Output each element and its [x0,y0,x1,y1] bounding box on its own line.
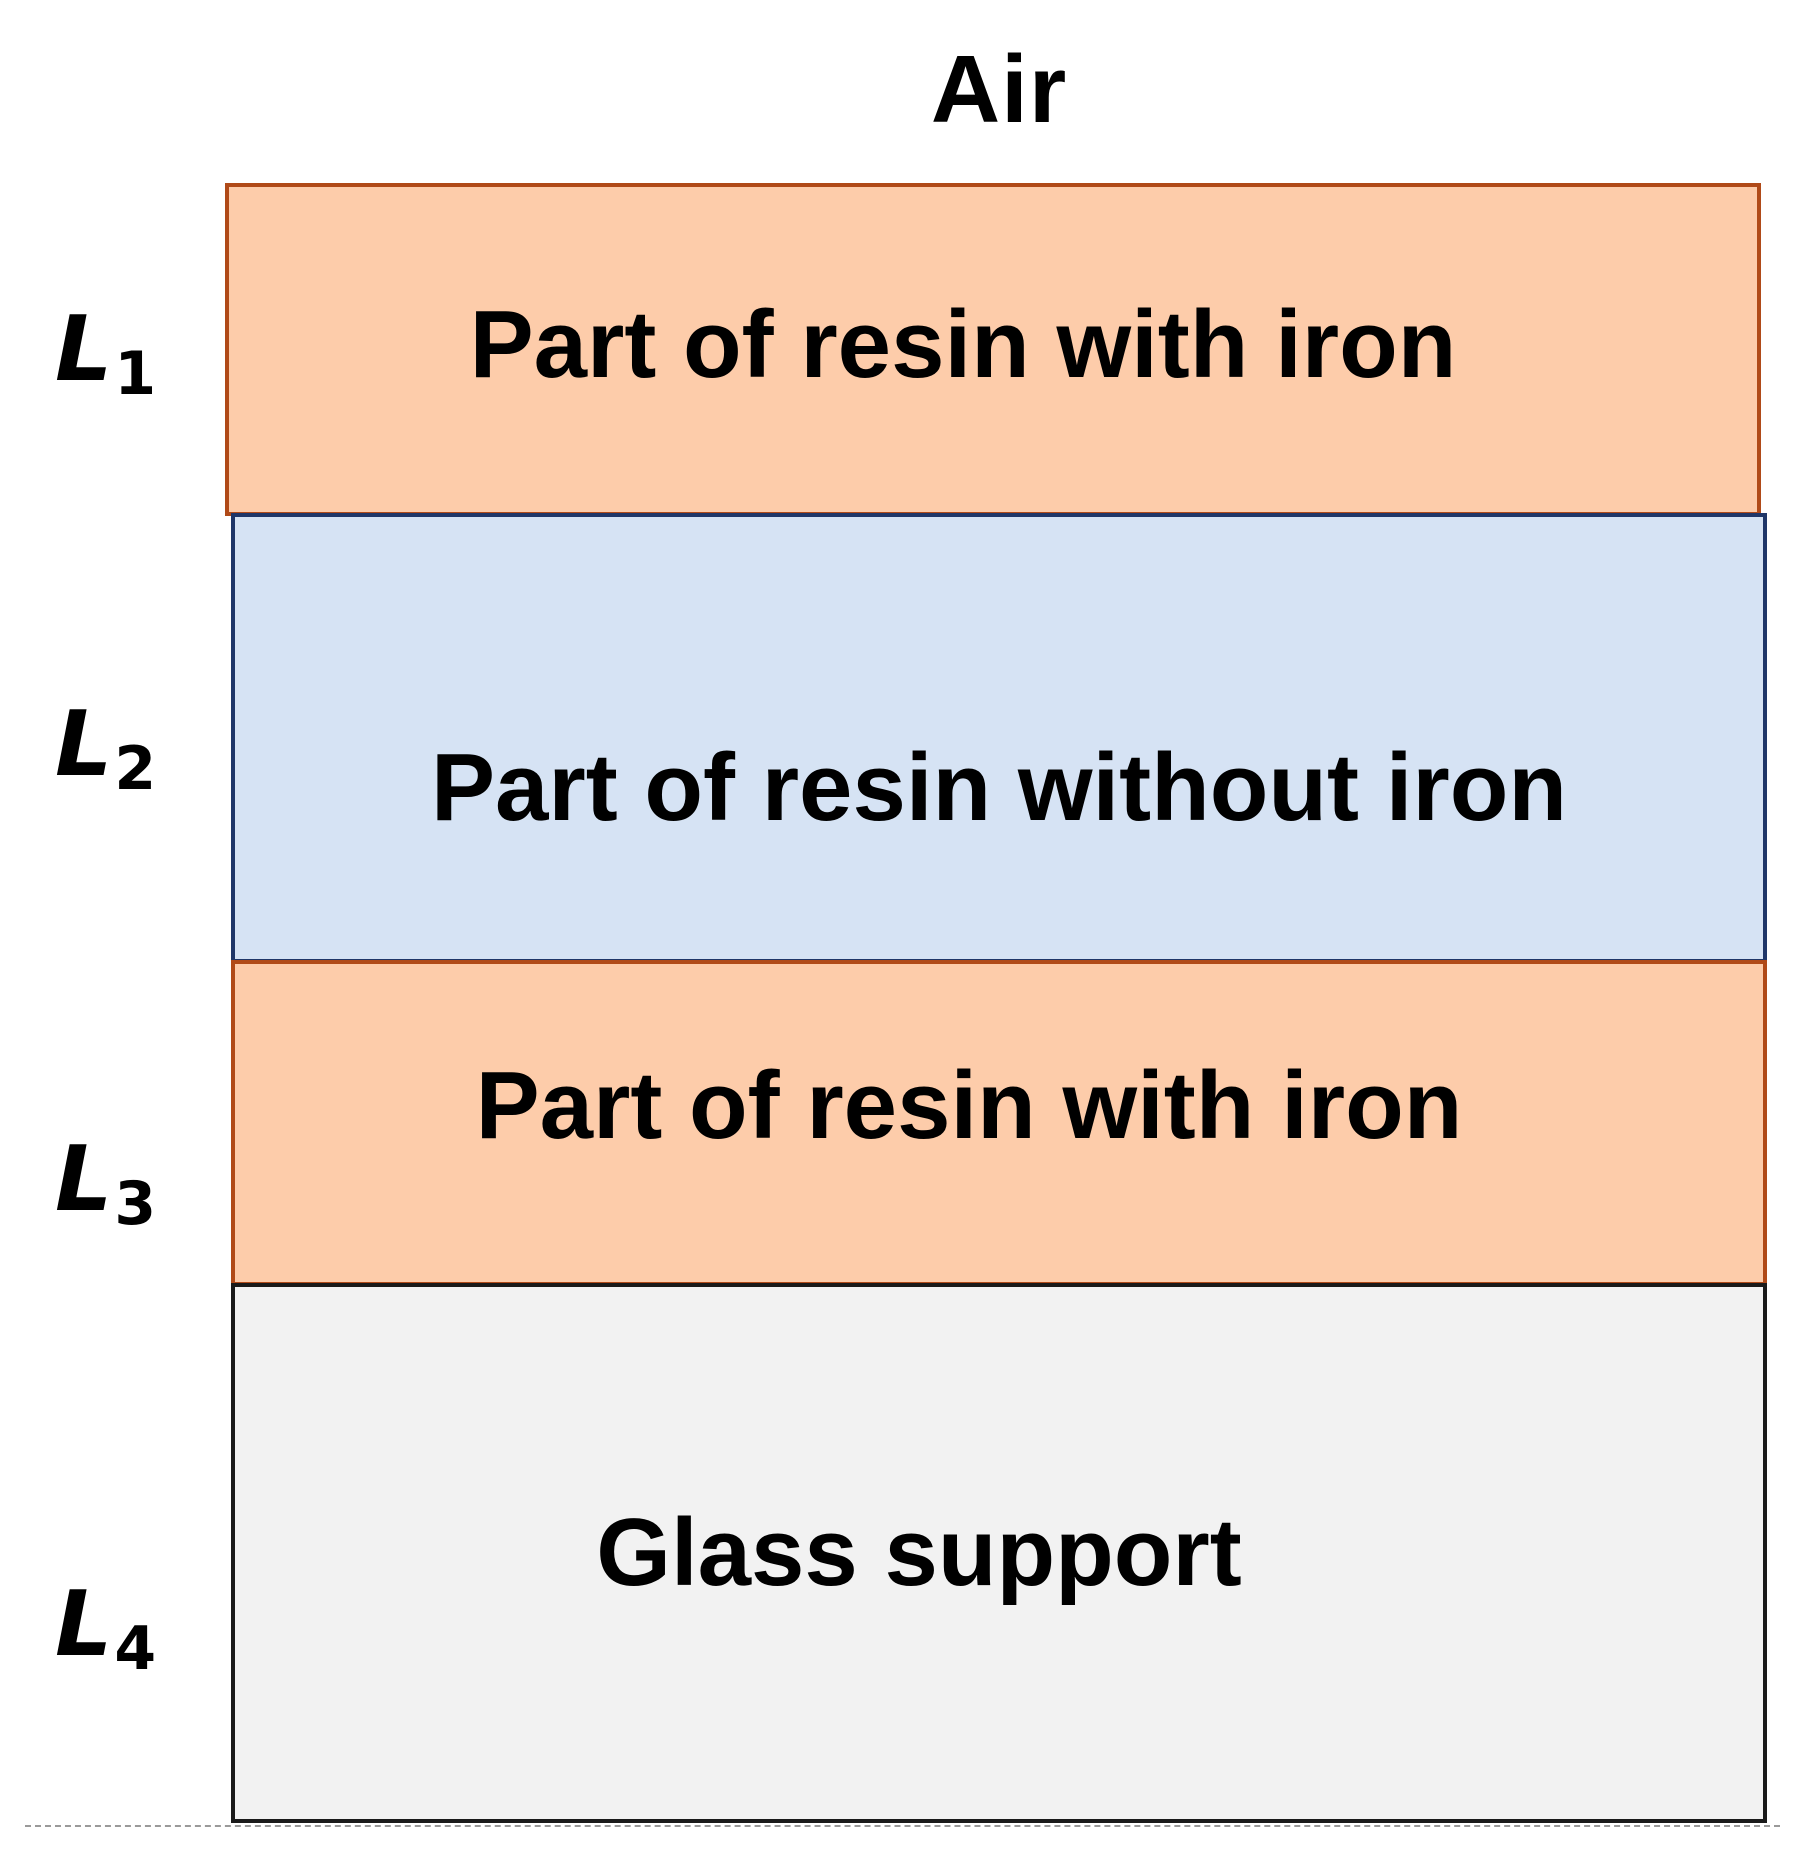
row-label-l3: L3 [55,1130,156,1254]
row-label-l1: L1 [55,300,156,424]
row-label-l4-symbol: L [55,1572,113,1677]
row-label-l1-symbol: L [55,297,113,402]
layer-l2-box: Part of resin without iron [231,513,1767,963]
layer-l3-box: Part of resin with iron [231,960,1767,1286]
row-label-l1-subscript: 1 [114,339,157,409]
row-label-l4: L4 [55,1575,156,1699]
baseline-dashed-divider [25,1825,1780,1827]
layer-l1-box: Part of resin with iron [225,183,1761,516]
row-label-l2-symbol: L [55,692,113,797]
layer-l1-text: Part of resin with iron [469,290,1457,398]
row-label-l4-subscript: 4 [114,1614,157,1684]
layer-l3-text: Part of resin with iron [475,1051,1463,1159]
row-label-l3-subscript: 3 [114,1169,157,1239]
row-label-l2-subscript: 2 [114,734,157,804]
air-label: Air [930,36,1068,143]
layer-l2-text: Part of resin without iron [430,734,1567,841]
row-label-l3-symbol: L [55,1127,113,1232]
row-label-l2: L2 [55,695,156,819]
layer-l4-box: Glass support [231,1283,1767,1823]
layer-l4-text: Glass support [596,1499,1242,1606]
